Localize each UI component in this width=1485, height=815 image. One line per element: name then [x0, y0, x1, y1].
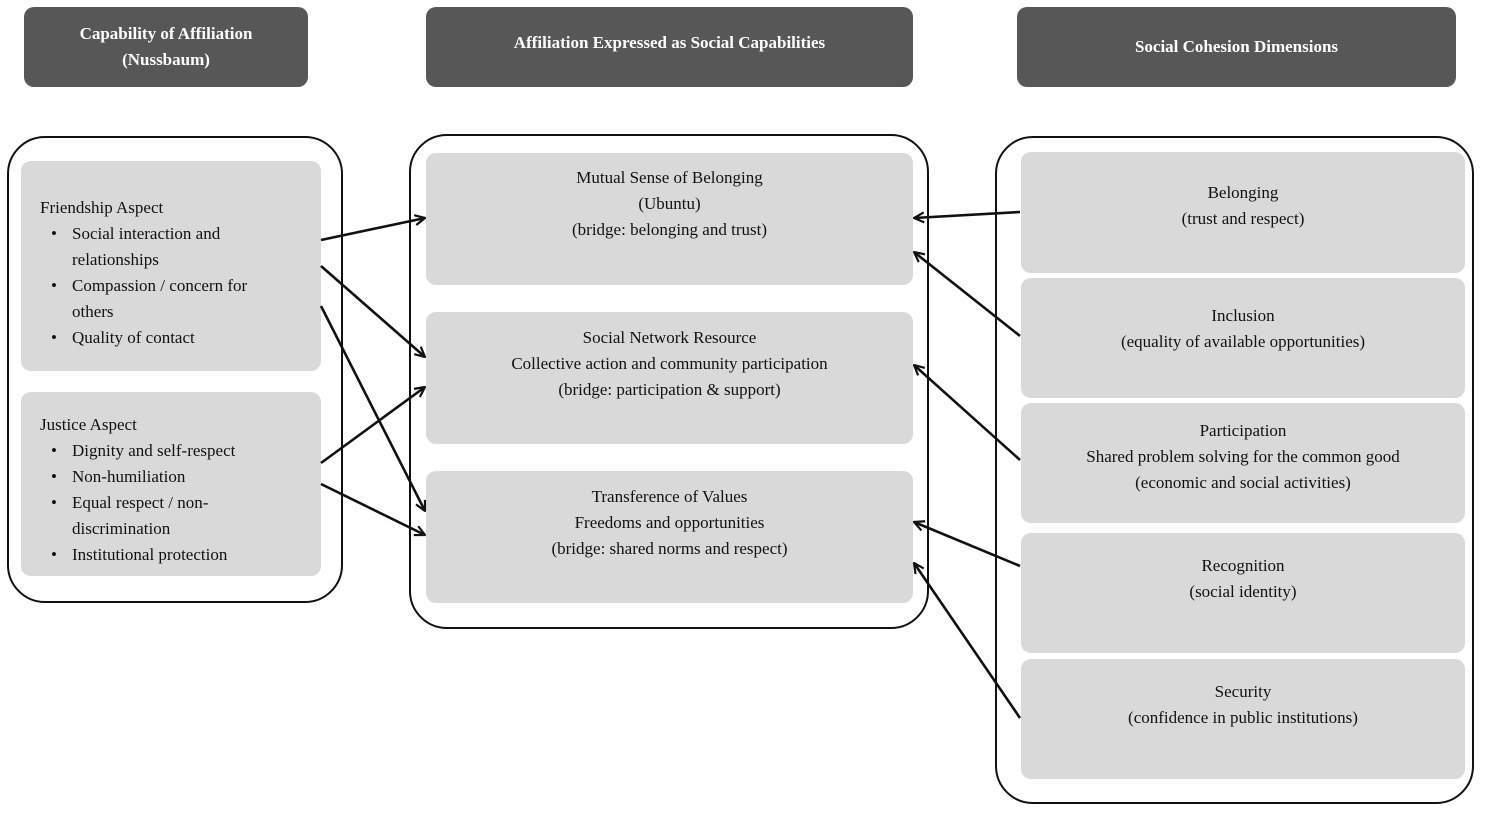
card-line: (confidence in public institutions): [1128, 708, 1358, 727]
card-line: Transference of Values: [591, 487, 748, 506]
card-line: (bridge: participation & support): [558, 380, 781, 399]
card-line: (bridge: shared norms and respect): [551, 539, 788, 558]
card-line: (social identity): [1189, 582, 1297, 601]
header-center-line-1: Affiliation Expressed as Social Capabili…: [513, 33, 826, 52]
social-network-resource-card: Social Network Resource Collective actio…: [426, 312, 913, 444]
list-item: Institutional protection: [51, 542, 321, 568]
card-line: (trust and respect): [1181, 208, 1305, 228]
header-affiliation-social-capabilities: Affiliation Expressed as Social Capabili…: [426, 7, 913, 87]
card-line: Participation: [1199, 421, 1287, 440]
header-left-line-1: Capability of Affiliation: [79, 24, 253, 43]
justice-aspect-list: Dignity and self-respect Non-humiliation…: [40, 438, 321, 568]
card-line: Belonging: [1207, 182, 1279, 202]
participation-card: Participation Shared problem solving for…: [1021, 403, 1465, 523]
card-line: Social Network Resource: [582, 328, 757, 347]
header-right-line-1: Social Cohesion Dimensions: [1134, 37, 1339, 56]
inclusion-card: Inclusion (equality of available opportu…: [1021, 278, 1465, 398]
transference-of-values-card: Transference of Values Freedoms and oppo…: [426, 471, 913, 603]
list-item: Social interaction and relationships: [51, 221, 272, 273]
recognition-card: Recognition (social identity): [1021, 533, 1465, 653]
card-line: Inclusion: [1211, 306, 1275, 325]
card-line: (Ubuntu): [638, 194, 701, 213]
friendship-aspect-list: Social interaction and relationships Com…: [40, 221, 321, 351]
list-item: Quality of contact: [51, 325, 321, 351]
card-line: (bridge: belonging and trust): [572, 220, 767, 239]
header-left-line-2: (Nussbaum): [122, 50, 210, 69]
card-line: Security: [1214, 682, 1272, 701]
justice-aspect-title: Justice Aspect: [40, 415, 137, 434]
mutual-sense-of-belonging-card: Mutual Sense of Belonging (Ubuntu) (brid…: [426, 153, 913, 285]
card-line: Mutual Sense of Belonging: [576, 168, 763, 187]
justice-aspect-card: Justice Aspect Dignity and self-respect …: [21, 392, 321, 576]
friendship-aspect-card: Friendship Aspect Social interaction and…: [21, 161, 321, 371]
list-item: Equal respect / non-discrimination: [51, 490, 242, 542]
header-capability-of-affiliation: Capability of Affiliation (Nussbaum): [24, 7, 308, 87]
card-line: Freedoms and opportunities: [574, 513, 765, 532]
card-line: Recognition: [1201, 556, 1285, 575]
list-item: Dignity and self-respect: [51, 438, 321, 464]
header-social-cohesion-dimensions: Social Cohesion Dimensions: [1017, 7, 1456, 87]
card-line: Shared problem solving for the common go…: [1086, 447, 1400, 466]
card-line: (equality of available opportunities): [1120, 332, 1366, 351]
security-card: Security (confidence in public instituti…: [1021, 659, 1465, 779]
card-line: (economic and social activities): [1135, 473, 1351, 492]
friendship-aspect-title: Friendship Aspect: [40, 198, 164, 217]
card-line: Collective action and community particip…: [511, 354, 828, 373]
belonging-card: Belonging (trust and respect): [1021, 152, 1465, 273]
list-item: Non-humiliation: [51, 464, 321, 490]
list-item: Compassion / concern for others: [51, 273, 287, 325]
